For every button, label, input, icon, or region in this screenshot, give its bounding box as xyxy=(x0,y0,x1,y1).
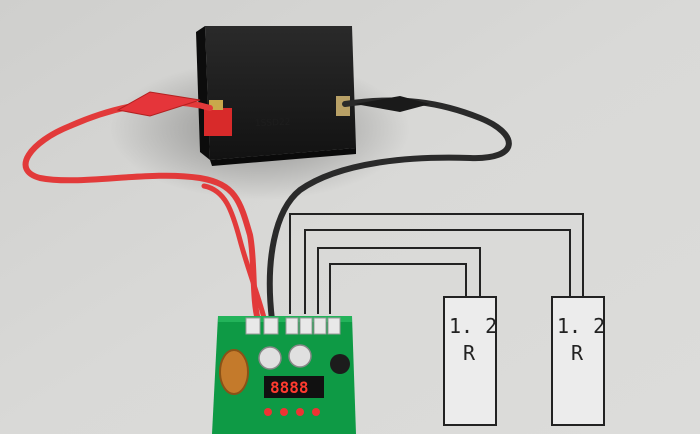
converter-module: 8888 xyxy=(212,316,356,434)
resistor-2-value: 1. 2 xyxy=(557,314,605,338)
button-2 xyxy=(280,408,288,416)
button-1 xyxy=(264,408,272,416)
schematic-wires xyxy=(289,213,584,314)
resistor-1-value: 1. 2 xyxy=(449,314,497,338)
battery-marking: 1SSD22 xyxy=(255,118,291,129)
button-4 xyxy=(312,408,320,416)
resistor-2-unit: R xyxy=(571,341,584,365)
resistor-1: 1. 2 R xyxy=(443,296,497,426)
red-wire xyxy=(22,91,268,325)
input-terminal-2 xyxy=(263,317,279,335)
capacitor-2 xyxy=(288,344,312,368)
output-terminal-3 xyxy=(313,317,327,335)
output-terminal-4 xyxy=(327,317,341,335)
button-3 xyxy=(296,408,304,416)
output-terminal-1 xyxy=(285,317,299,335)
input-terminal-1 xyxy=(245,317,261,335)
inductor xyxy=(219,349,249,395)
positive-terminal xyxy=(204,108,232,136)
positive-terminal-tab xyxy=(209,100,223,110)
black-wire xyxy=(266,96,512,323)
battery: 1SSD22 xyxy=(196,26,356,166)
led-display xyxy=(264,376,324,398)
capacitor-1 xyxy=(258,346,282,370)
buzzer xyxy=(330,354,350,374)
led-display-digits: 8888 xyxy=(270,378,309,397)
output-terminal-2 xyxy=(299,317,313,335)
resistor-2: 1. 2 R xyxy=(551,296,605,426)
resistor-1-unit: R xyxy=(463,341,476,365)
